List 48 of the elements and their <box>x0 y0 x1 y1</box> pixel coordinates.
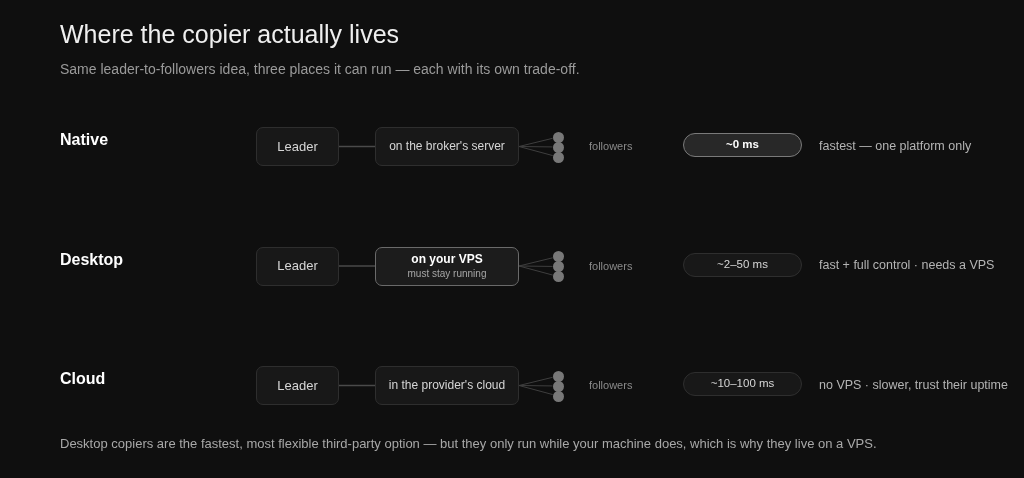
followers-label: followers <box>589 259 633 273</box>
follower-dot <box>552 370 564 382</box>
connector-line <box>338 145 376 148</box>
row-heading: Cloud <box>60 369 106 389</box>
followers-label: followers <box>589 379 633 393</box>
connector-line <box>338 265 376 267</box>
connector-line <box>338 384 376 387</box>
followers-label: followers <box>589 140 633 154</box>
connector-line <box>518 376 554 386</box>
latency-value: ~0 ms <box>726 138 759 152</box>
follower-dot <box>552 251 564 262</box>
caption: Desktop copiers are the fastest, most flexible third-party option — but they only run while your machine does, which is why they live on a VPS. <box>60 436 877 452</box>
follower-dot <box>552 261 564 272</box>
follower-dot <box>552 271 564 282</box>
follower-dot <box>552 380 564 392</box>
leader-box <box>256 127 339 166</box>
latency-pill <box>683 252 802 277</box>
row-heading: Native <box>60 130 109 150</box>
location-label: on the broker's server <box>389 139 505 154</box>
location-box <box>375 127 519 166</box>
leader-box <box>256 246 339 286</box>
latency-value: ~10–100 ms <box>710 377 775 391</box>
follower-dot <box>552 141 564 153</box>
latency-pill <box>683 372 802 396</box>
follower-dot <box>552 131 564 143</box>
leader-label: Leader <box>277 258 318 274</box>
location-box <box>375 366 519 405</box>
subtitle: Same leader-to-followers idea, three places it can run — each with its own trade-off. <box>60 61 580 78</box>
connector-line <box>518 146 554 157</box>
location-label: on your VPS <box>411 252 483 267</box>
trade-off-note: fast + full control · needs a VPS <box>819 258 995 273</box>
latency-pill <box>683 133 802 157</box>
follower-dot <box>552 151 564 163</box>
trade-off-note: no VPS · slower, trust their uptime <box>819 377 1008 393</box>
diagram-title: Where the copier actually lives <box>60 19 400 49</box>
leader-box <box>256 366 339 405</box>
location-label: in the provider's cloud <box>388 378 506 393</box>
connector-line <box>518 385 554 396</box>
location-note: must stay running <box>407 267 487 280</box>
row-heading: Desktop <box>60 249 124 269</box>
latency-value: ~2–50 ms <box>717 257 768 272</box>
trade-off-note: fastest — one platform only <box>819 138 972 154</box>
connector-line <box>518 265 554 276</box>
leader-label: Leader <box>277 138 318 155</box>
location-box <box>375 246 519 286</box>
connector-line <box>518 137 554 147</box>
leader-label: Leader <box>277 377 318 394</box>
follower-dot <box>552 390 564 402</box>
